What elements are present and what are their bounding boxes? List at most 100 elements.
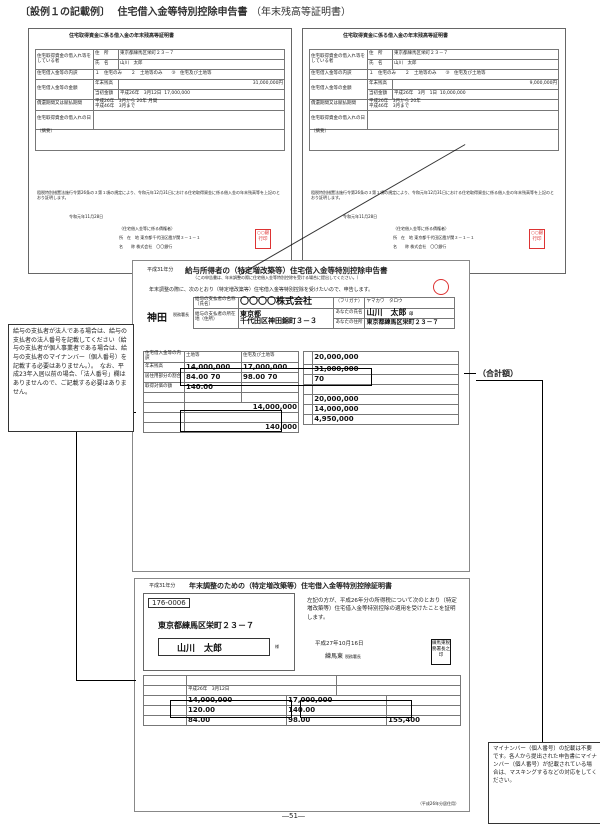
- left-type: １ 住宅のみ ２ 土地等のみ ③ 住宅及び土地等: [93, 69, 285, 80]
- goukei-label: （合計額）: [478, 369, 518, 378]
- employer-name: 〇〇〇〇株式会社: [237, 297, 335, 309]
- sub-date: 平成27年10月16日: [315, 641, 364, 647]
- furigana-label: （フリガナ）: [333, 297, 366, 309]
- employer-address-pref: 東京都: [240, 309, 261, 318]
- period-label: 償還期間又は賦払期間: [35, 99, 94, 111]
- right-balance: 9,000,000: [529, 81, 553, 87]
- sub-v7: 155,400: [386, 715, 461, 726]
- certificate-left: 住宅取得資金に係る借入金の年末残高等証明書 住宅取得資金の借入れ等をしている者住…: [28, 28, 292, 274]
- residence-date: 平成26年 3月12日: [185, 685, 338, 696]
- balance-e: 14,000,000: [312, 404, 459, 415]
- left-period-years: 20: [136, 99, 143, 104]
- r-remarks-label: （摘要）: [309, 128, 559, 151]
- certificate-right: 住宅取得資金に係る借入金の年末残高等証明書 住宅取得資金の借入れ等をしている者住…: [302, 28, 566, 274]
- right-initial: 10,000,000: [439, 91, 466, 97]
- left-issuer-name: 名 称 株式会社 〇〇銀行: [119, 244, 172, 250]
- borrower-label: 住宅取得資金の借入れ等をしている者: [35, 49, 94, 70]
- highlight-box: [300, 700, 412, 718]
- sub-office-suffix: 税務署長: [344, 654, 361, 659]
- sub-name: 山川 太郎: [177, 644, 223, 654]
- left-period-unit: 年: [142, 99, 147, 104]
- initial-label: 当初金額: [93, 89, 119, 100]
- purpose-label: 住宅取得資金の借入れの日: [35, 109, 94, 130]
- employer-name-label: 給与の支払者の名称（氏名）: [193, 297, 239, 309]
- sub-honorific: 様: [275, 644, 279, 649]
- right-period-to: 平成46年 3月まで: [369, 103, 410, 109]
- right-period-from: 平成26年 3月から: [369, 99, 410, 104]
- sub-address: 東京都練馬区栄町２３－７: [158, 621, 254, 630]
- left-name: 山川 太郎: [118, 59, 285, 70]
- issuer-address: 東京都千代田区霞が関３－１－１: [140, 235, 201, 240]
- address-label: 住 所: [93, 49, 119, 60]
- right-issuer-address: 所 在 地 東京都千代田区霞が関３－１－１: [393, 235, 475, 241]
- sub-era: 平成31年分: [149, 583, 176, 589]
- sub-office-name: 練馬東: [325, 653, 344, 660]
- row-ratio: 居住用部分の割合: [143, 371, 185, 383]
- r-name-label: 氏 名: [367, 59, 393, 70]
- header-subtitle: （年末残高等証明書）: [250, 7, 351, 18]
- applicant-address-label: あなたの住所: [333, 317, 366, 329]
- header-bracket: 〔設例１の記載例〕: [20, 7, 110, 18]
- certificate-left-title: 住宅取得資金に係る借入金の年末残高等証明書: [69, 33, 175, 39]
- right-issuer-name: 名 称 株式会社 〇〇銀行: [393, 244, 446, 250]
- balance-d: 20,000,000: [312, 394, 459, 405]
- sub-footnote: （平成26年分居住用）: [417, 801, 459, 807]
- right-bank-stamp: ○○銀行印: [529, 229, 545, 249]
- connector-line: [464, 373, 476, 374]
- tax-office-stamp: 練馬東税務署長之印: [431, 639, 451, 665]
- left-period-from: 平成26年 3月から: [95, 99, 136, 104]
- left-cert-text: 租税特別措置法施行令第26条の３第１項の規定により、令和元年12月31日における…: [37, 190, 281, 200]
- sub-certificate: 平成31年分 年末調整のための（特定増改築等）住宅借入金等特別控除証明書 176…: [134, 578, 470, 812]
- r-borrower-label: 住宅取得資金の借入れ等をしている者: [309, 49, 368, 70]
- right-name: 山川 太郎: [392, 59, 559, 70]
- note-right: マイナンバー（個人番号）の記載は不要です。各人から提出された申告書にマイナンバー…: [488, 742, 600, 824]
- left-issuer-address: 所 在 地 東京都千代田区霞が関３－１－１: [119, 235, 201, 241]
- connector-line: [542, 380, 543, 790]
- sub-office: 練馬東 税務署長: [325, 653, 361, 660]
- deduction: 4,950,000: [312, 414, 459, 425]
- col-land: 土地等: [184, 351, 242, 363]
- left-cert-date: 令和元年11月28日: [69, 214, 104, 219]
- ratio-combined: 98.00: [243, 372, 266, 381]
- right-cert-date: 令和元年11月28日: [343, 214, 378, 219]
- col-housing: 住宅借入金等の内訳: [143, 351, 185, 363]
- sub-v5: 84.00: [185, 715, 288, 726]
- left-address: 東京都練馬区栄町２３－７: [118, 49, 285, 60]
- form-submit-line: 年末調整の際に、次のとおり（特定増改築等）住宅借入金等特別控除を受けたいので、申…: [149, 287, 374, 293]
- left-initial-date: 平成26年 3月12日: [120, 91, 162, 97]
- col-combined: 住宅及び土地等: [241, 351, 299, 363]
- certificate-right-table: 住宅取得資金の借入れ等をしている者住 所東京都練馬区栄町２３－７ 氏 名山川 太…: [309, 49, 559, 151]
- applicant-seal: 印: [409, 310, 414, 316]
- applicant-name-label: あなたの氏名: [333, 307, 366, 319]
- sub-cert-text: 左記の方が、平成26年分の所得税について次のとおり（特定増改築等）住宅借入金等特…: [307, 598, 457, 621]
- applicant-name: 山川 太郎: [366, 307, 407, 317]
- note-left: 給与の支払者が法人である場合は、給与の支払者の法人番号を記載してください（給与の…: [8, 324, 134, 432]
- highlight-box: [170, 700, 292, 718]
- left-balance: 31,000,000: [252, 81, 279, 87]
- row-balance: 年末残高: [143, 361, 185, 373]
- page-number: ―51―: [282, 812, 305, 820]
- r-issuer-name-label: 名 称: [393, 244, 409, 249]
- right-address: 東京都練馬区栄町２３－７: [392, 49, 559, 60]
- r-issuer-address: 東京都千代田区霞が関３－１－１: [414, 235, 475, 240]
- name-label: 氏 名: [93, 59, 119, 70]
- right-type: １ 住宅のみ ２ 土地等のみ ③ 住宅及び土地等: [367, 69, 559, 80]
- balance-sub-label: 年末残高: [93, 79, 119, 90]
- tax-office-suffix: 税務署長: [173, 312, 189, 317]
- application-form: 平成31年分 給与所得者の（特定増改築等）住宅借入金等特別控除申告書 （この申告…: [132, 260, 470, 572]
- issuer-name-label: 名 称: [119, 244, 135, 249]
- left-initial: 17,000,000: [164, 91, 190, 97]
- connector-line: [476, 380, 542, 381]
- remarks-label: （摘要）: [35, 128, 285, 151]
- form-seal-mark: [433, 279, 449, 295]
- pct: 70: [210, 372, 221, 381]
- employer-address-label: 給与の支払者の所在地（住所）: [193, 307, 239, 329]
- certificate-right-title: 住宅取得資金に係る借入金の年末残高等証明書: [343, 33, 449, 39]
- loan-detail-right: 20,000,000 31,000,000 70 20,000,000 14,0…: [302, 351, 459, 425]
- furigana: ヤマカワ タロウ: [364, 297, 455, 309]
- connector-line: [76, 412, 77, 680]
- sub-name-box: 山川 太郎 様: [158, 638, 279, 656]
- left-months: 月間: [148, 99, 158, 104]
- r-address-label: 住 所: [367, 49, 393, 60]
